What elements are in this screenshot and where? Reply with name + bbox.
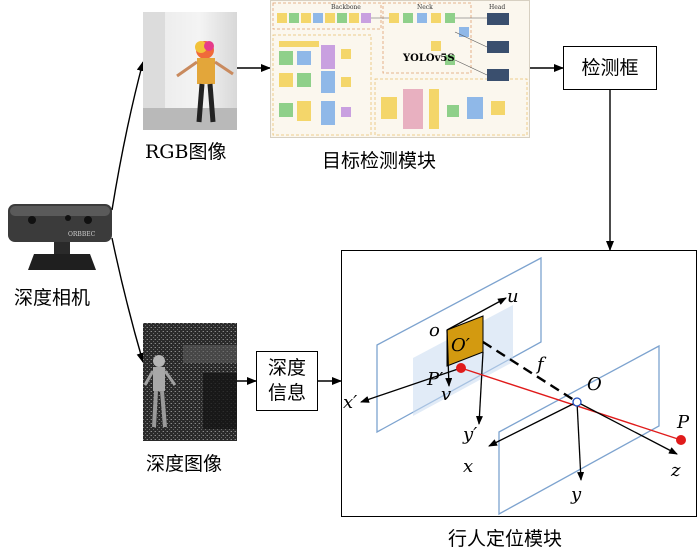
- label-x-prime: x′: [343, 392, 357, 413]
- depth-person-illustration: [143, 323, 237, 441]
- depth-info-line2: 信息: [267, 382, 306, 404]
- label-x: x: [463, 456, 473, 477]
- point-p-prime: [456, 363, 466, 373]
- axis-y: [576, 401, 585, 481]
- point-p: [676, 435, 686, 445]
- yolo-neck-label: Neck: [417, 4, 433, 11]
- axis-x-prime: [360, 367, 462, 403]
- label-depth-image: 深度图像: [146, 453, 223, 475]
- detection-box-node: 检测框: [563, 46, 657, 90]
- depth-info-node: 深度 信息: [256, 351, 318, 411]
- label-P: P: [676, 412, 690, 433]
- label-y-prime: y′: [462, 424, 477, 445]
- label-o-prime: O′: [451, 335, 470, 356]
- yolo-blocks: Backbone Neck Head: [272, 2, 528, 136]
- origin-o: [572, 397, 582, 407]
- yolo-model-name: YOLOv5S: [403, 53, 455, 64]
- label-f: f: [535, 354, 547, 375]
- depth-camera: ORBBEC: [4, 196, 116, 276]
- axis-x: [488, 401, 578, 447]
- label-depth-camera: 深度相机: [14, 287, 91, 309]
- axis-v: [445, 329, 453, 387]
- axis-u: [446, 297, 507, 331]
- rgb-image: [143, 12, 237, 130]
- label-p-prime: P′: [426, 369, 443, 390]
- pedestrian-module-frame: [341, 250, 697, 517]
- label-z: z: [670, 460, 681, 481]
- label-pedestrian-module: 行人定位模块: [448, 528, 563, 550]
- label-O: O: [587, 374, 602, 395]
- axis-y-prime: [475, 351, 484, 425]
- label-v: v: [441, 384, 451, 405]
- label-o: o: [429, 320, 440, 341]
- label-u: u: [507, 286, 519, 307]
- yolo-network-diagram: Backbone Neck Head: [270, 0, 530, 138]
- depth-image: [143, 323, 237, 441]
- label-detection-module: 目标检测模块: [322, 150, 437, 172]
- camera-plane: [498, 344, 660, 516]
- label-y: y: [570, 484, 582, 505]
- projection-geometry: u o O′ P′ v x′ f O P y′ x y z: [343, 256, 690, 516]
- projection-ray: [460, 367, 682, 441]
- arrow-camera-to-depth: [111, 237, 145, 363]
- camera-brand: ORBBEC: [68, 231, 96, 238]
- detection-region: [413, 305, 513, 416]
- yolo-backbone-label: Backbone: [331, 4, 361, 11]
- image-plane: [376, 256, 542, 434]
- focal-line: [482, 340, 578, 404]
- depth-info-line1: 深度: [267, 357, 306, 379]
- yolo-head-label: Head: [489, 4, 505, 11]
- arrow-camera-to-rgb: [111, 61, 145, 211]
- axis-z: [576, 401, 678, 455]
- rgb-person-illustration: [143, 12, 237, 130]
- label-rgb-image: RGB图像: [145, 141, 227, 163]
- depth-camera-icon: ORBBEC: [8, 204, 112, 270]
